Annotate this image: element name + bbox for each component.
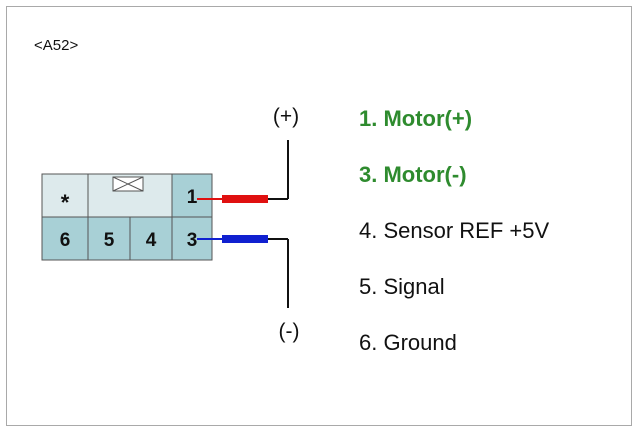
cell-pin-5 <box>87 216 131 261</box>
pin-5-label: 5 <box>104 230 115 251</box>
pin-legend-item-4: 4. Sensor REF +5V <box>359 218 549 243</box>
pin-legend: 1. Motor(+) 3. Motor(-) 4. Sensor REF +5… <box>359 106 549 355</box>
polarity-plus-label: (+) <box>273 105 299 128</box>
pin-1-label: 1 <box>187 187 198 208</box>
pin-4-label: 4 <box>146 230 157 251</box>
pin-6-label: 6 <box>60 230 71 251</box>
wire-positive <box>197 140 289 203</box>
connector-body: * 1 6 5 4 3 <box>41 173 213 261</box>
connector-id: <A52> <box>34 37 78 54</box>
wire-negative <box>197 235 289 308</box>
lock-tab-icon <box>112 176 144 192</box>
polarity-minus-label: (-) <box>279 320 300 343</box>
cell-star-label: * <box>61 190 70 215</box>
pin-legend-item-3: 3. Motor(-) <box>359 162 467 187</box>
pin-legend-item-6: 6. Ground <box>359 330 457 355</box>
pin-legend-item-1: 1. Motor(+) <box>359 106 472 131</box>
pin-3-label: 3 <box>187 230 198 251</box>
pin-legend-item-5: 5. Signal <box>359 274 445 299</box>
